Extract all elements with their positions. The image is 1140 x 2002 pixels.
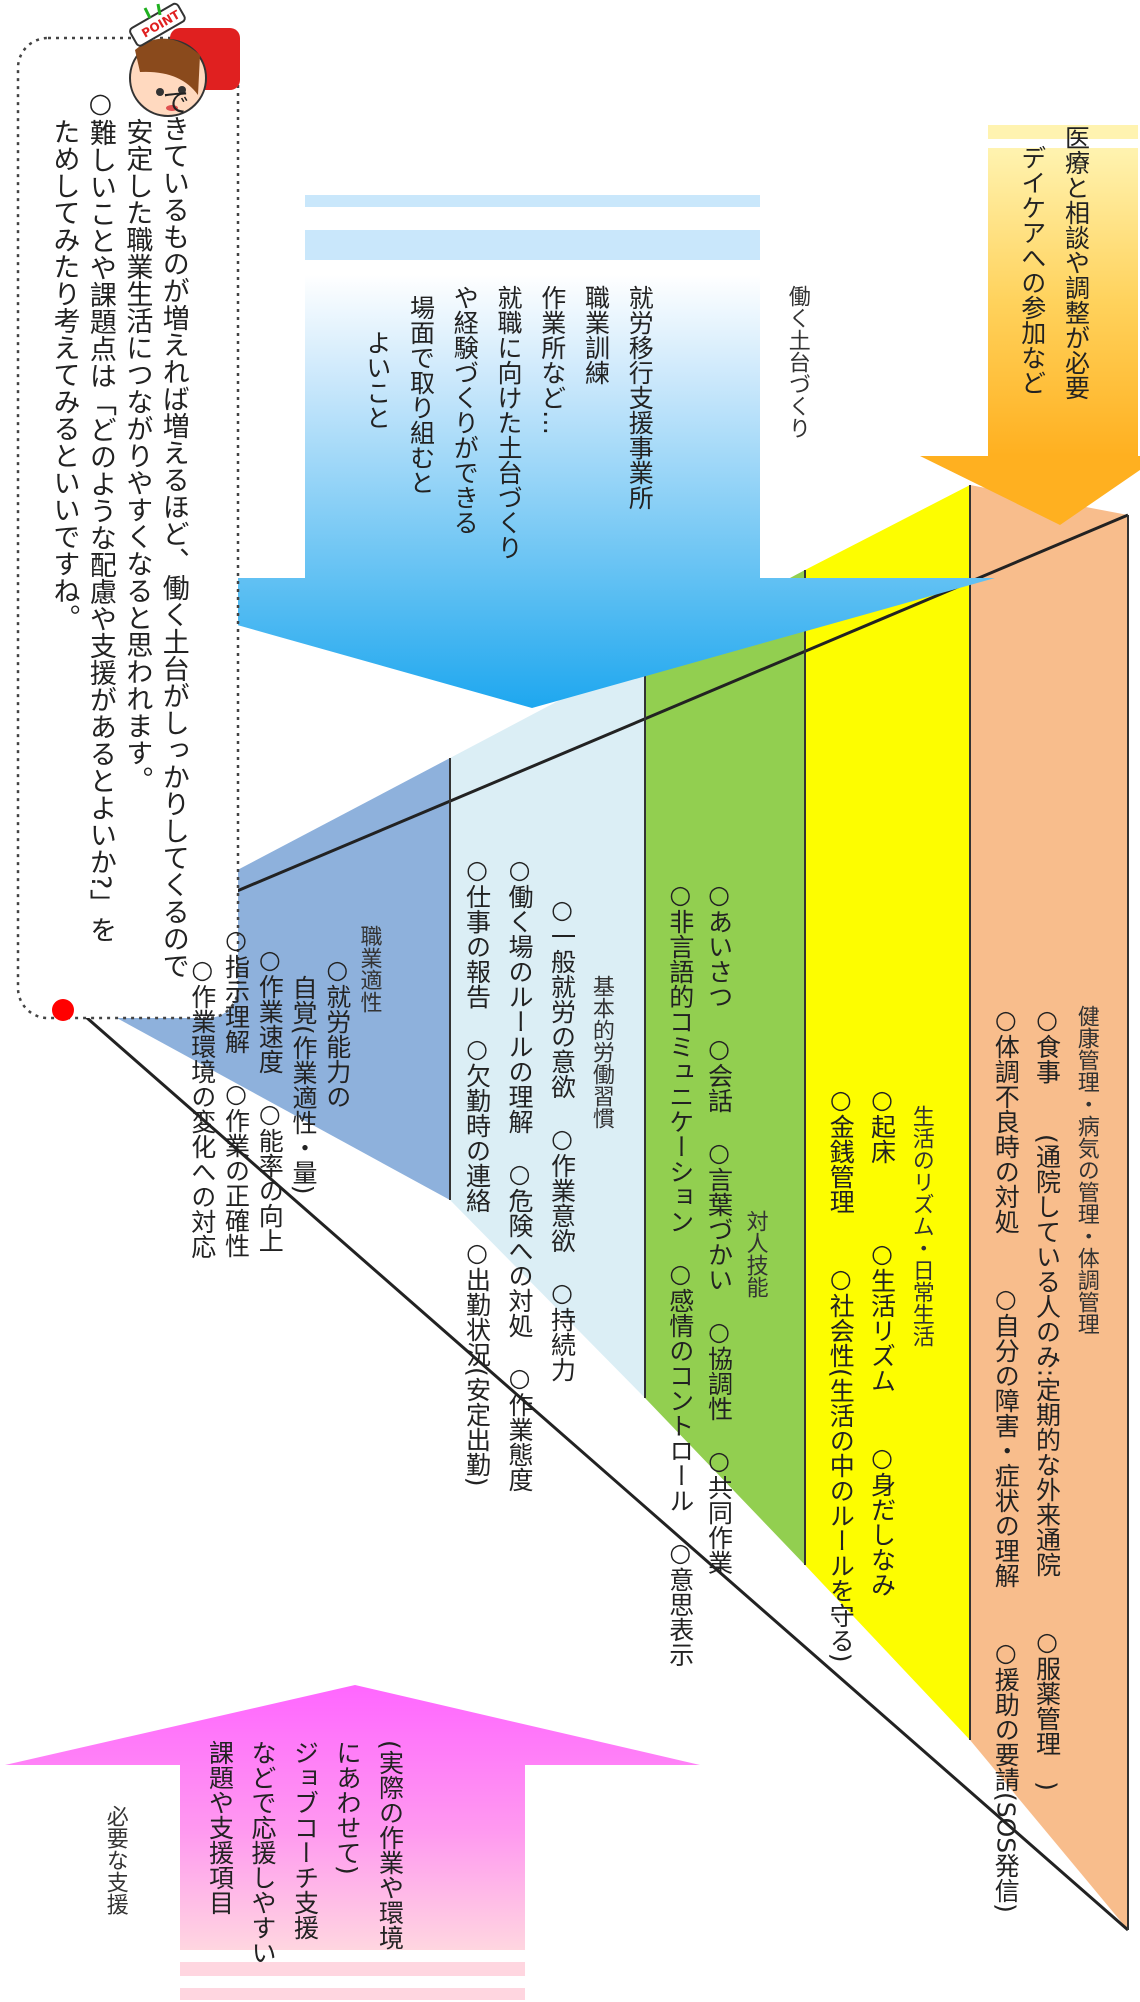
pyramid-layer-2-text: 基本的労働習慣 ○一般就労の意欲 ○作業意欲 ○持続力 ○働く場のルールの理解 …	[455, 855, 620, 1492]
callout-line-2: 安定した職業生活につながりやすくなると思われます。	[121, 118, 153, 793]
pyramid-layer-3	[645, 570, 805, 1565]
pyramid-layer-5	[970, 485, 1128, 1930]
blue-arrow-line: 職業訓練	[581, 285, 611, 385]
pyramid-layer-1	[38, 758, 450, 1200]
callout-line-3: ○難しいことや課題点は「どのような配慮や支援があるとよいか?」を	[84, 88, 116, 944]
pyramid-layer-2	[450, 655, 645, 1398]
layer-1-line: 自覚(作業適性・量)	[289, 975, 318, 1195]
pink-arrow-line: にあわせて)	[333, 1740, 362, 1875]
blue-arrow-text: 就労移行支援事業所 職業訓練 作業所など… 就職に向けた土台づくり や経験づくり…	[355, 285, 661, 560]
layer-1-line: ○指示理解 ○作業の正確性	[221, 925, 251, 1258]
pyramid-layer-5-text: 健康管理・病気の管理・体調管理 ○食事 (通院している人のみ:定期的な外来通院 …	[985, 1005, 1104, 1913]
pyramid-layer-3-text: 対人技能 ○あいさつ ○会話 ○言葉づかい ○協調性 ○共同作業 ○非言語的コミ…	[660, 880, 772, 1667]
pink-arrow-line: (実際の作業や環境	[375, 1740, 405, 1950]
layer-1-line: ○就労能力の	[322, 955, 352, 1109]
callout-line-4: ためしてみたり考えてみるといいですね。	[48, 118, 80, 631]
pink-arrow-line: 課題や支援項目	[205, 1740, 235, 1915]
red-circle-bullet-icon	[52, 999, 74, 1021]
layer-1-title: 職業適性	[356, 925, 382, 1013]
pink-arrow-label: 必要な支援	[102, 1805, 128, 1915]
pyramid-layer-4	[805, 485, 970, 1740]
orange-arrow-line: デイケアへの参加など	[1017, 145, 1047, 395]
layer-5-line: ○体調不良時の対処 ○自分の障害・症状の理解 ○援助の要請(SOS発信)	[991, 1005, 1021, 1913]
blue-arrow-line: や経験づくりができる	[450, 285, 480, 535]
layer-1-line: ○作業環境の変化への対応	[187, 955, 217, 1259]
layer-3-line: ○非言語的コミュニケーション ○感情のコントロール ○意思表示	[665, 880, 695, 1667]
layer-2-line: ○一般就労の意欲 ○作業意欲 ○持続力	[547, 895, 577, 1382]
orange-arrow-line: 医療と相談や調整が必要	[1061, 125, 1091, 400]
layer-2-line: ○仕事の報告 ○欠勤時の連絡 ○出勤状況(安定出勤)	[462, 855, 492, 1487]
layer-4-line: ○金銭管理 ○社会性(生活の中のルールを守る)	[826, 1085, 856, 1663]
blue-arrow-line: 就職に向けた土台づくり	[494, 285, 523, 560]
layer-3-title: 対人技能	[742, 1210, 768, 1298]
blue-arrow-line: 作業所など…	[537, 285, 567, 435]
layer-2-line: ○働く場のルールの理解 ○危険への対処 ○作業態度	[505, 855, 534, 1492]
layer-4-line: ○起床 ○生活リズム ○身だしなみ	[867, 1085, 897, 1597]
layer-5-title: 健康管理・病気の管理・体調管理	[1073, 1005, 1099, 1335]
callout-bubble	[16, 36, 240, 1020]
layer-4-title: 生活のリズム・日常生活	[908, 1105, 934, 1347]
orange-arrow	[920, 125, 1140, 525]
blue-arrow-line: 就労移行支援事業所	[625, 285, 655, 510]
pyramid-layer-4-text: 生活のリズム・日常生活 ○起床 ○生活リズム ○身だしなみ ○金銭管理 ○社会性…	[820, 1085, 939, 1663]
girl-with-point-sign-icon: POINT	[129, 2, 240, 117]
pink-arrow-text: (実際の作業や環境 にあわせて) ジョブコーチ支援 などで応援しやすい 課題や支…	[198, 1740, 411, 1965]
pink-arrow-line: などで応援しやすい	[248, 1740, 277, 1965]
blue-arrow-line: よいこと	[362, 330, 392, 430]
orange-arrow-text: 医療と相談や調整が必要 デイケアへの参加など	[1010, 125, 1098, 400]
layer-2-title: 基本的労働習慣	[588, 975, 614, 1129]
callout-text: できているものが増えれば増えるほど、働く土台がしっかりしてくるので 安定した職業…	[45, 88, 191, 979]
callout-line-1: できているものが増えれば増えるほど、働く土台がしっかりしてくるので	[157, 88, 189, 979]
layer-1-line: ○作業速度 ○能率の向上	[255, 945, 285, 1253]
pink-arrow	[5, 1685, 700, 2000]
pink-arrow-line: ジョブコーチ支援	[290, 1740, 320, 1940]
layer-3-line: ○あいさつ ○会話 ○言葉づかい ○協調性 ○共同作業	[704, 880, 734, 1575]
blue-arrow-label: 働く土台づくり	[784, 285, 810, 439]
layer-5-line: ○食事 (通院している人のみ:定期的な外来通院 ○服薬管理 )	[1032, 1005, 1062, 1791]
blue-arrow	[70, 195, 995, 708]
pyramid-layer-1-text: 職業適性 ○就労能力の 自覚(作業適性・量) ○作業速度 ○能率の向上 ○指示理…	[185, 925, 383, 1259]
pyramid	[37, 485, 1129, 1932]
blue-arrow-line: 場面で取り組むと	[406, 295, 436, 495]
